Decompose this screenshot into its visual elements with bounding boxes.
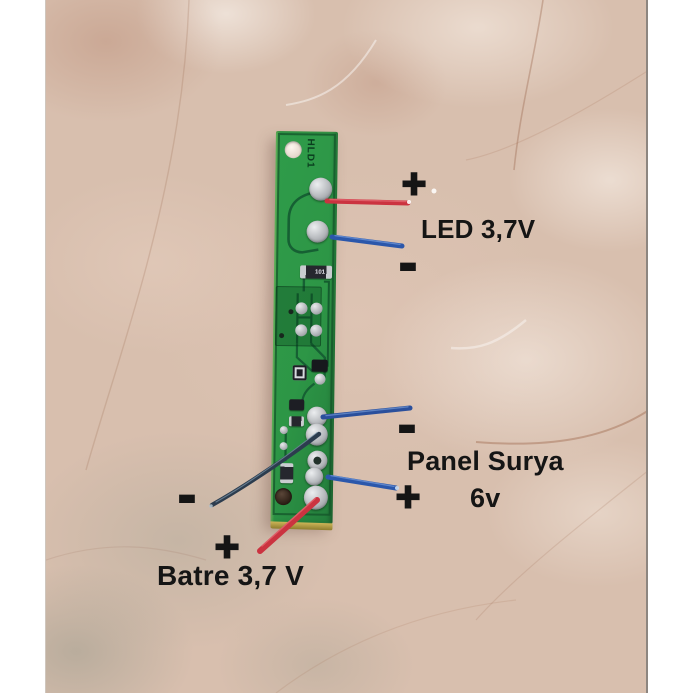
via-hole	[279, 333, 285, 339]
smd-component	[289, 399, 305, 411]
solder-blob	[314, 373, 326, 385]
smd-transistor	[311, 359, 328, 372]
solder-dot	[279, 426, 288, 435]
smd-component	[292, 365, 307, 381]
resistor-marking: 101	[314, 269, 326, 276]
solder-dot	[279, 442, 288, 451]
led-plus-sign: +	[401, 160, 427, 207]
battery-minus-sign: -	[177, 465, 197, 525]
battery-label: Batre 3,7 V	[157, 560, 304, 591]
via-hole	[288, 309, 294, 315]
panel-label-line2: 6v	[470, 483, 501, 513]
panel-plus-sign: +	[395, 473, 421, 520]
marble-speck	[431, 188, 437, 194]
panel-label-line1: Panel Surya	[407, 446, 564, 476]
solder-pad-small	[295, 324, 308, 337]
solder-pad-small	[310, 324, 323, 337]
led-label: LED 3,7V	[421, 214, 536, 244]
mounting-hole-top	[284, 141, 302, 159]
photo-background: HLD1 101	[45, 0, 648, 693]
solder-pad-small	[310, 302, 323, 315]
smd-resistor-r3	[280, 463, 294, 484]
solder-pad-mid	[305, 423, 328, 446]
marble-veins	[46, 0, 646, 693]
smd-resistor-r2	[288, 416, 305, 427]
battery-plus-sign: +	[214, 523, 240, 570]
pcb-board: HLD1 101	[270, 131, 338, 531]
led-minus-sign: -	[398, 233, 418, 293]
panel-minus-sign: -	[397, 395, 417, 455]
mounting-hole-bottom	[274, 488, 293, 506]
smd-resistor-r1: 101	[299, 265, 333, 279]
